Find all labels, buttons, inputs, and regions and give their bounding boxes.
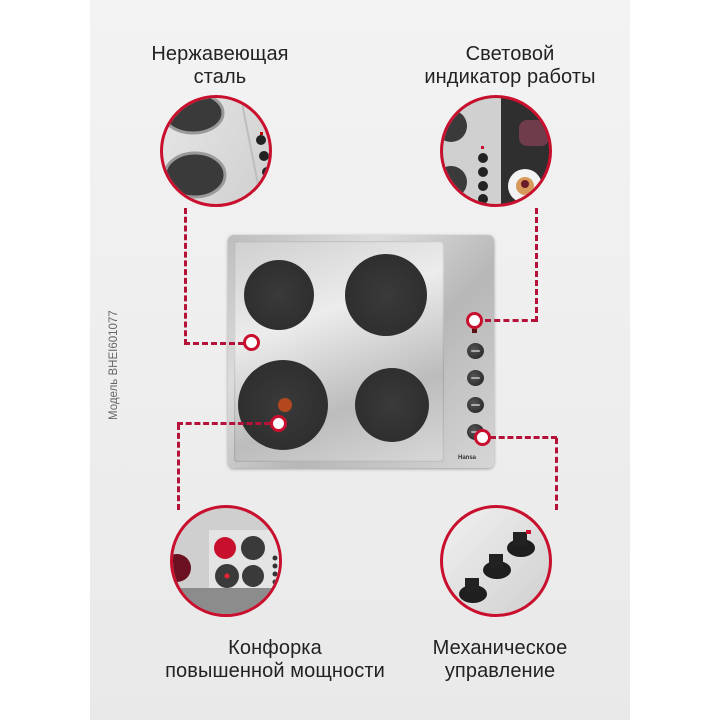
hotspot-stainless xyxy=(243,334,260,351)
hotspot-indicator xyxy=(466,312,483,329)
connector-power-burner xyxy=(177,424,180,510)
connector-stainless-h xyxy=(184,342,244,345)
indicator-light xyxy=(472,328,477,333)
connector-indicator xyxy=(535,208,538,322)
model-label: Модель BHEI601077 xyxy=(108,310,120,420)
connector-mechanical-h xyxy=(490,436,557,439)
connector-power-burner-h xyxy=(177,422,270,425)
knob-2 xyxy=(467,370,484,386)
power-burner-closeup-icon xyxy=(170,505,282,617)
knob-3 xyxy=(467,397,484,413)
rotary-knobs-closeup-icon xyxy=(440,505,552,617)
hotspot-mechanical xyxy=(474,429,491,446)
hotspot-power-burner xyxy=(270,415,287,432)
stainless-steel-closeup-icon xyxy=(160,95,272,207)
connector-mechanical xyxy=(555,438,558,510)
burner-top-left xyxy=(244,260,314,330)
power-burner-dot xyxy=(278,398,292,412)
indicator-light-closeup-icon xyxy=(440,95,552,207)
connector-indicator-h xyxy=(485,319,537,322)
burner-top-right xyxy=(345,254,427,336)
brand-logo: Hansa xyxy=(458,455,477,461)
knob-1 xyxy=(467,343,484,359)
connector-stainless xyxy=(184,208,187,345)
burner-bottom-right xyxy=(355,368,429,442)
